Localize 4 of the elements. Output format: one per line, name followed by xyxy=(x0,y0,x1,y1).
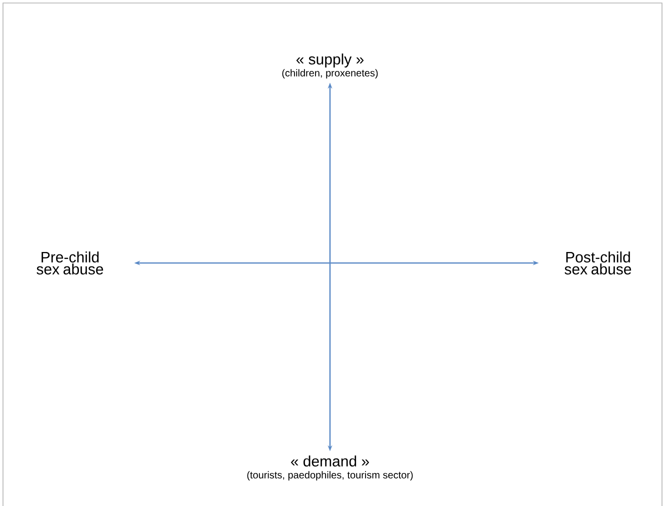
axis-label: « supply » (children, proxenetes) xyxy=(282,54,378,78)
axis-label: Pre-child sex abuse xyxy=(36,251,104,274)
axis-label: « demand » (tourists, paedophiles, tourism sector) xyxy=(247,456,413,480)
axis-label: Post-child sex abuse xyxy=(564,251,632,274)
